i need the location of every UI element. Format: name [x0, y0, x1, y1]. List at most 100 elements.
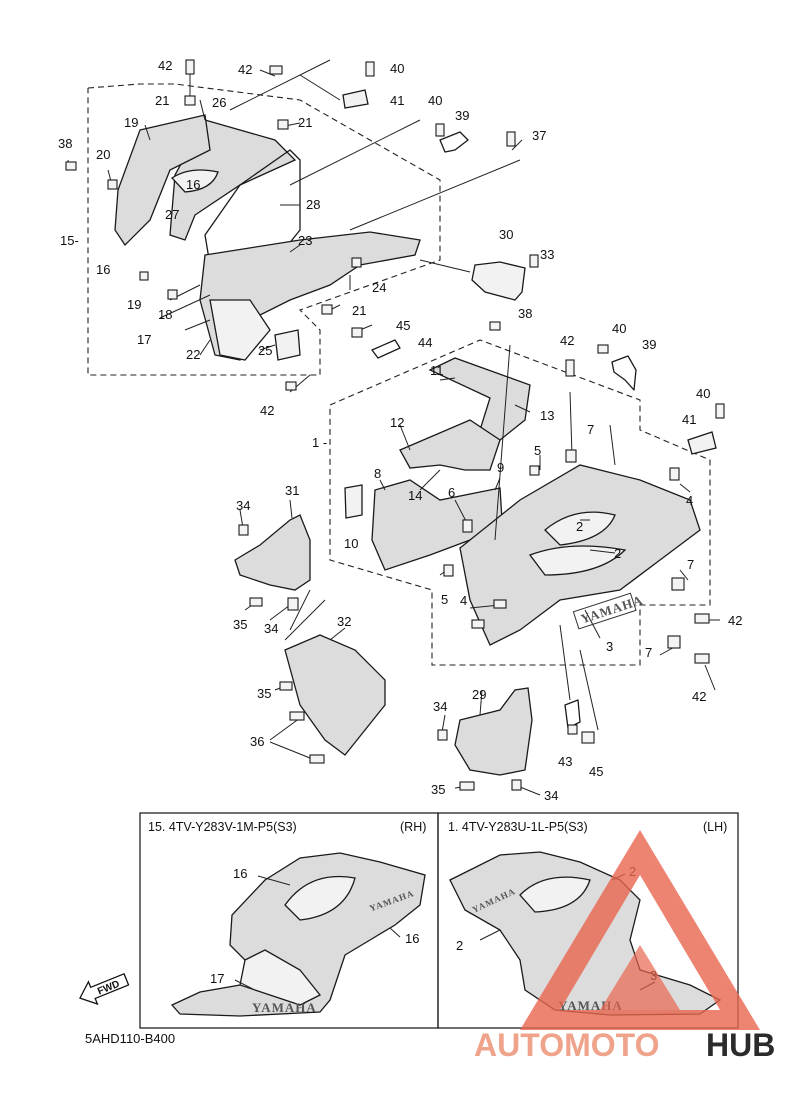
callout-38: 38 [518, 306, 532, 321]
part-30-bracket [471, 261, 526, 301]
callout-45: 45 [396, 318, 410, 333]
callout-30: 30 [499, 227, 513, 242]
callout-23: 23 [298, 233, 312, 248]
callout-42: 42 [260, 403, 274, 418]
callout-40: 40 [612, 321, 626, 336]
callout-19: 19 [127, 297, 141, 312]
callout-34: 34 [236, 498, 250, 513]
assembly-1-bolts [238, 321, 725, 791]
callout-5: 5 [534, 443, 541, 458]
callout-40: 40 [390, 61, 404, 76]
assembly-1-leaders [239, 344, 720, 796]
clip-icon [529, 465, 540, 476]
callout-21: 21 [298, 115, 312, 130]
part-12-inner-panel [399, 419, 501, 471]
callout-31: 31 [285, 483, 299, 498]
bolt-icon [459, 781, 475, 791]
watermark-logo: AUTOMOTO HUB [474, 830, 775, 1063]
callout-8: 8 [374, 466, 381, 481]
bolt-icon [269, 65, 283, 75]
grommet-icon [667, 635, 681, 649]
detail-box-rh-title: 15. 4TV-Y283V-1M-P5(S3) [148, 820, 297, 834]
callout-7: 7 [687, 557, 694, 572]
assembly-1-dashed-outline [329, 339, 711, 666]
part-10-bracket [344, 484, 363, 519]
bolt-icon [435, 123, 445, 137]
callout-4: 4 [460, 593, 467, 608]
bolt-icon [365, 61, 375, 77]
callout-7: 7 [587, 422, 594, 437]
part-43-bracket [564, 699, 581, 729]
bolt-icon [694, 653, 710, 664]
grommet-icon [581, 731, 595, 744]
grommet-icon [671, 577, 685, 591]
detail-box-lh-side: (LH) [703, 820, 727, 834]
callout-33: 33 [540, 247, 554, 262]
callout-7: 7 [645, 645, 652, 660]
part-41-clip-lower [687, 431, 717, 455]
callout-2: 2 [614, 546, 621, 561]
bolt-icon [565, 359, 575, 377]
clip-icon [167, 289, 178, 300]
part-22-bottom-panel [209, 299, 271, 361]
callout-17: 17 [137, 332, 151, 347]
callout-36: 36 [250, 734, 264, 749]
watermark-text-auto: AUTOMOTO [474, 1027, 659, 1063]
fwd-arrow-icon: FWD [79, 972, 130, 1006]
callout-15: 15- [60, 233, 79, 248]
clip-icon [238, 524, 249, 536]
clip-icon [139, 271, 149, 281]
assembly-15-dashed-outline [87, 83, 441, 376]
yamaha-logo-text: YAMAHA [252, 1000, 317, 1015]
callout-18: 18 [158, 307, 172, 322]
nut-icon [567, 724, 578, 735]
callout-13: 13 [540, 408, 554, 423]
callout-41: 41 [390, 93, 404, 108]
grommet-icon [565, 449, 577, 463]
nut-icon [351, 257, 362, 268]
callout-40: 40 [696, 386, 710, 401]
callout-40: 40 [428, 93, 442, 108]
callout-25: 25 [258, 343, 272, 358]
callout-22: 22 [186, 347, 200, 362]
callout-34: 34 [264, 621, 278, 636]
callout-43: 43 [558, 754, 572, 769]
callout-35: 35 [233, 617, 247, 632]
bolt-icon [65, 161, 77, 171]
callout-16: 16 [186, 177, 200, 192]
callout-24: 24 [372, 280, 386, 295]
part-39-stay [439, 131, 469, 153]
callout-42: 42 [560, 333, 574, 348]
callout-42: 42 [728, 613, 742, 628]
bolt-icon [489, 321, 501, 331]
callout-10: 10 [344, 536, 358, 551]
callout-9: 9 [497, 460, 504, 475]
callout-6: 6 [448, 485, 455, 500]
assembly-15-bolts [65, 59, 539, 391]
watermark-triangle-icon [520, 830, 760, 1030]
bolt-icon [529, 254, 539, 268]
callout-42: 42 [238, 62, 252, 77]
bolt-icon [471, 619, 485, 629]
part-29-inner-bracket [454, 687, 533, 776]
part-32-inner-panel [284, 634, 386, 756]
callout-11: 11 [430, 363, 444, 378]
callout-2: 2 [456, 938, 463, 953]
detail-box-rh-side: (RH) [400, 820, 426, 834]
callout-39: 39 [642, 337, 656, 352]
diagram-code: 5AHD110-B400 [85, 1031, 175, 1046]
callout-42: 42 [692, 689, 706, 704]
clip-icon [287, 597, 299, 611]
bolt-icon [309, 754, 325, 764]
callout-44: 44 [418, 335, 432, 350]
part-2-decal-area [544, 511, 616, 546]
nut-icon [321, 304, 333, 315]
watermark-inner-triangle-icon [600, 945, 680, 1010]
bolt-icon [289, 711, 305, 721]
callout-14: 14 [408, 488, 422, 503]
bolt-icon [493, 599, 507, 609]
detail-box-lh-title: 1. 4TV-Y283U-1L-P5(S3) [448, 820, 588, 834]
assembly-1-group: YAMAHA [234, 321, 725, 796]
nut-icon [184, 95, 196, 106]
